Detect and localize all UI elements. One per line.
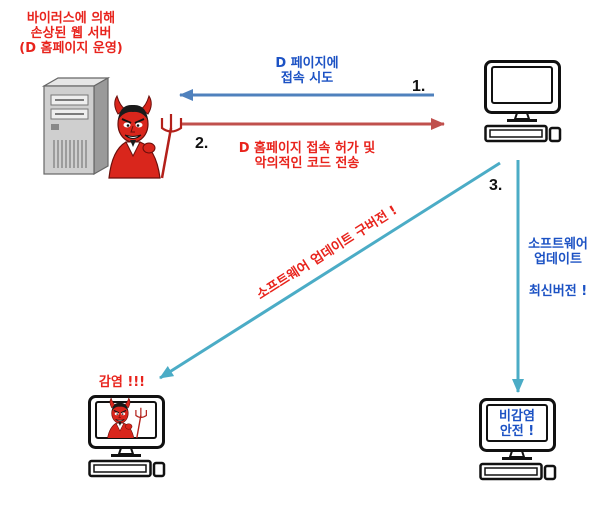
server-icon (41, 76, 111, 176)
computer-icon (484, 60, 562, 143)
step1-label-line-1: D 페이지에 (275, 55, 338, 71)
server-caption-line-3: (D 홈페이지 운영) (19, 40, 123, 56)
old-update-label: 소프트웨어 업데이트 구버전 ! (254, 202, 400, 303)
step3-number: 3. (489, 177, 502, 194)
new-update-label-line-2: 업데이트 (534, 251, 582, 267)
safe-label-line-1: 비감염 (499, 408, 535, 424)
new-update-note: 최신버전 ! (529, 283, 587, 299)
devil-icon (107, 94, 183, 180)
old-update-arrow (159, 161, 501, 380)
safe-label-line-2: 안전 ! (500, 423, 534, 439)
step2-number: 2. (195, 135, 208, 152)
server-caption-line-1: 바이러스에 의해 (27, 10, 115, 26)
infected-label: 감염 !!! (99, 374, 145, 390)
step2-label-line-2: 악의적인 코드 전송 (255, 155, 360, 171)
step1-number: 1. (412, 78, 425, 95)
step2-label-line-1: D 홈페이지 접속 허가 및 (239, 140, 376, 156)
server-caption-line-2: 손상된 웹 서버 (31, 25, 112, 41)
step1-label-line-2: 접속 시도 (281, 70, 333, 86)
new-update-label-line-1: 소프트웨어 (528, 236, 588, 252)
